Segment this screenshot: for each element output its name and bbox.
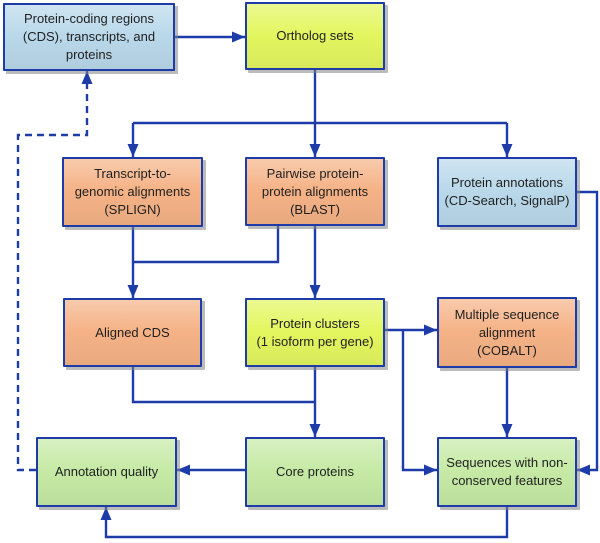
edge-annotations-nonconserved [577,190,599,476]
node-annotation-quality-label: Annotation quality [54,464,159,479]
edge-alignedcds-core-elbow [131,367,315,404]
node-ortholog-sets: Ortholog sets [245,2,385,70]
node-protein-annotations-label: Protein annotations (CD-Search, SignalP) [444,175,570,208]
node-transcript-genomic-alignments: Transcript-to- genomic alignments (SPLIG… [62,157,203,227]
node-core-proteins: Core proteins [245,437,385,507]
edge-quality-input-feedback [16,71,93,472]
node-transcript-genomic-alignments-label: Transcript-to- genomic alignments (SPLIG… [74,166,191,217]
edge-blast-alignedcds-elbow [133,226,280,264]
node-multiple-sequence-alignment-label: Multiple sequence alignment (COBALT) [454,306,560,358]
node-protein-coding-input: Protein-coding regions (CDS), transcript… [3,3,175,71]
node-core-proteins-label: Core proteins [275,464,355,479]
edge-clusters-nonconserved [401,330,437,476]
node-protein-clusters-label: Protein clusters (1 isoform per gene) [256,315,374,349]
node-ortholog-sets-label: Ortholog sets [276,28,354,43]
node-aligned-cds: Aligned CDS [63,298,202,367]
node-pairwise-protein-alignments-label: Pairwise protein- protein alignments (BL… [261,165,369,217]
node-multiple-sequence-alignment: Multiple sequence alignment (COBALT) [437,297,577,368]
node-aligned-cds-label: Aligned CDS [95,324,170,340]
node-sequences-nonconserved: Sequences with non- conserved features [437,437,577,507]
node-annotation-quality: Annotation quality [36,437,177,507]
node-protein-coding-input-label: Protein-coding regions (CDS), transcript… [22,11,156,62]
node-protein-annotations: Protein annotations (CD-Search, SignalP) [437,157,577,227]
node-protein-clusters: Protein clusters (1 isoform per gene) [245,298,385,367]
node-sequences-nonconserved-label: Sequences with non- conserved features [446,455,568,488]
node-pairwise-protein-alignments: Pairwise protein- protein alignments (BL… [245,157,385,226]
edge-nonconserved-quality [100,507,509,539]
